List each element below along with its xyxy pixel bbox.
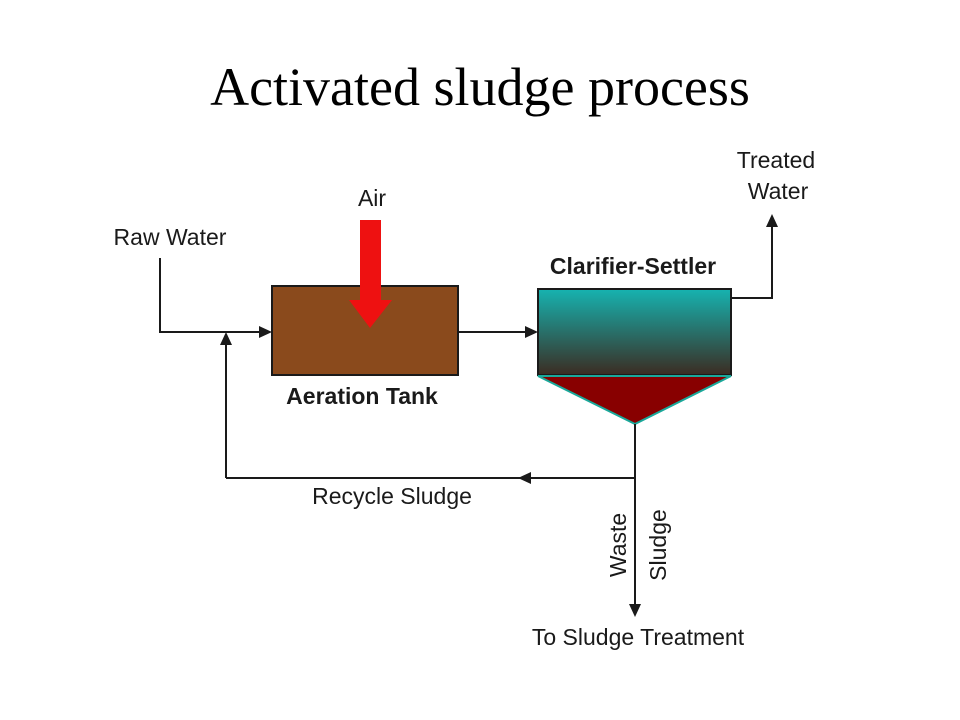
air-arrow (349, 220, 392, 328)
aeration-tank-label: Aeration Tank (286, 383, 438, 409)
waste-sludge-label-line1: Waste (605, 513, 631, 577)
waste-sludge-arrowhead (629, 604, 641, 617)
recycle-sludge-label: Recycle Sludge (312, 483, 472, 509)
treated-water-arrowhead (766, 214, 778, 227)
waste-sludge-label-line2: Sludge (645, 509, 671, 581)
raw-water-line (159, 258, 262, 333)
clarifier-settler-tank (537, 288, 732, 376)
tank-to-clarifier-arrowhead (525, 326, 538, 338)
to-sludge-treatment-label: To Sludge Treatment (532, 624, 745, 650)
recycle-sludge-arrowhead (518, 472, 531, 484)
treated-water-label-line1: Treated (737, 147, 815, 173)
page-title: Activated sludge process (210, 57, 750, 117)
sludge-cone (537, 375, 732, 426)
air-label: Air (358, 185, 386, 211)
raw-water-label: Raw Water (114, 224, 227, 250)
treated-water-label-line2: Water (748, 178, 809, 204)
recycle-join-arrowhead (220, 332, 232, 345)
raw-water-arrowhead (259, 326, 272, 338)
treated-water-line (731, 226, 773, 299)
clarifier-settler-label: Clarifier-Settler (550, 253, 716, 279)
